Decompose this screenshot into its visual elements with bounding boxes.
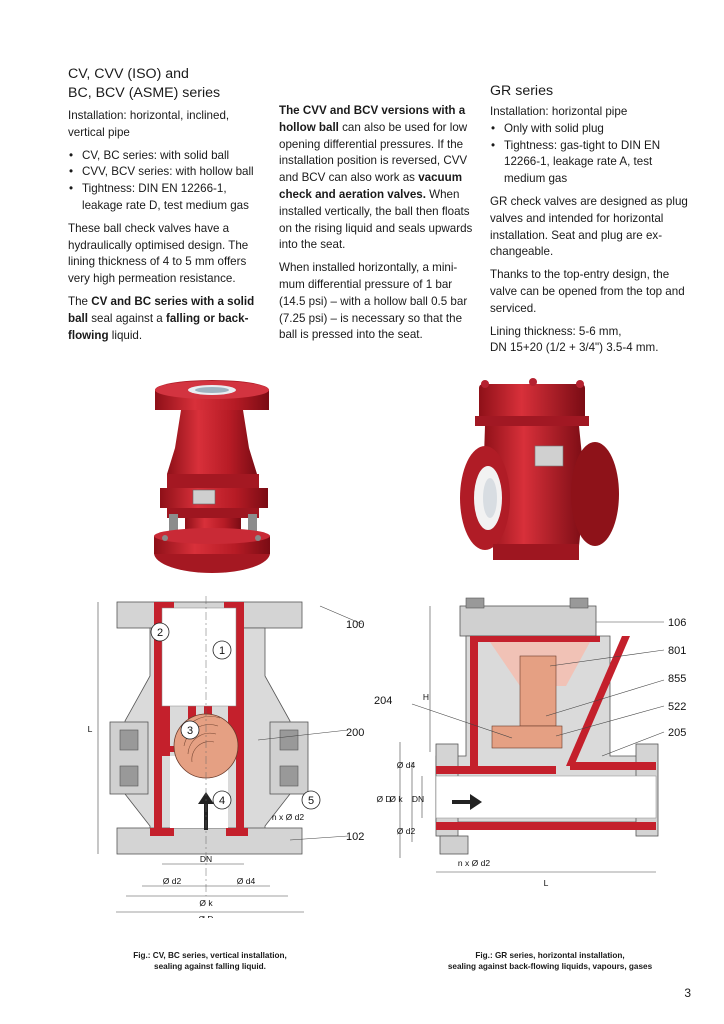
cv-valve-photo xyxy=(154,380,270,573)
gr-design-paragraph: GR check valves are designed as plug val… xyxy=(490,194,688,259)
dim-d: Ø D xyxy=(376,794,391,804)
top-entry-paragraph: Thanks to the top-entry design, the valv… xyxy=(490,268,685,315)
dim-dn: DN xyxy=(412,794,424,804)
lining-paragraph: Lining thickness: 5-6 mm,DN 15+20 (1/2 +… xyxy=(490,324,659,355)
column-hollow-ball: The CVV and BCV versions with a hollow b… xyxy=(279,103,476,350)
dim-l: L xyxy=(544,878,549,888)
dim-n-d2: n x Ø d2 xyxy=(458,858,490,868)
callout-522: 522 xyxy=(668,701,686,713)
callout-100: 100 xyxy=(346,619,364,631)
marker-2: 2 xyxy=(157,627,163,639)
gr-valve-photo xyxy=(460,378,619,560)
caption-right: Fig.: GR series, horizontal installation… xyxy=(447,951,653,971)
callout-205: 205 xyxy=(668,727,686,739)
callout-106: 106 xyxy=(668,617,686,629)
marker-3: 3 xyxy=(187,725,193,737)
callout-801: 801 xyxy=(668,645,686,657)
list-item: CVV, BCV series: with hollow ball xyxy=(68,164,263,181)
heading-cv-line1: CV, CVV (ISO) and xyxy=(68,66,189,82)
list-item: Tightness: DIN EN 12266-1, leakage rate … xyxy=(68,181,263,215)
list-item: Tightness: gas-tight to DIN EN 12266-1, … xyxy=(490,138,690,188)
dim-d4: Ø d4 xyxy=(397,760,416,770)
dim-d2: Ø d2 xyxy=(163,876,182,886)
marker-1: 1 xyxy=(219,645,225,657)
marker-5: 5 xyxy=(308,795,314,807)
feature-list: CV, BC series: with solid ball CVV, BCV … xyxy=(68,148,263,215)
dim-d2: Ø d2 xyxy=(397,826,416,836)
dim-k: Ø k xyxy=(199,898,213,908)
dim-h: H xyxy=(423,692,429,702)
caption-left: Fig.: CV, BC series, vertical installati… xyxy=(133,951,287,971)
cv-section-drawing: 2 1 3 4 5 100 200 102 L DN Ø d2 Ø d4 Ø k… xyxy=(88,596,364,918)
solid-ball-paragraph: The CV and BC series with a solid ball s… xyxy=(68,294,255,342)
callout-204: 204 xyxy=(374,695,392,707)
column-gr-series: GR series Installation: horizontal pipe … xyxy=(490,83,690,363)
marker-4: 4 xyxy=(219,795,225,807)
column-cv-series: CV, CVV (ISO) and BC, BCV (ASME) series … xyxy=(68,66,263,350)
design-paragraph: These ball check valves have a hydraulic… xyxy=(68,221,249,286)
dim-d: Ø D xyxy=(198,914,213,918)
dim-d4: Ø d4 xyxy=(237,876,256,886)
page-number: 3 xyxy=(684,986,691,1000)
callout-102: 102 xyxy=(346,831,364,843)
gr-feature-list: Only with solid plug Tightness: gas-tigh… xyxy=(490,121,690,188)
list-item: Only with solid plug xyxy=(490,121,690,138)
horizontal-paragraph: When installed horizontally, a mini-mum … xyxy=(279,261,468,342)
gr-installation-text: Installation: horizontal pipe xyxy=(490,105,628,118)
hollow-ball-paragraph: The CVV and BCV versions with a hollow b… xyxy=(279,104,473,252)
callout-855: 855 xyxy=(668,673,686,685)
list-item: CV, BC series: with solid ball xyxy=(68,148,263,165)
dim-n-d2: n x Ø d2 xyxy=(272,812,304,822)
dim-dn: DN xyxy=(200,854,212,864)
dim-l: L xyxy=(88,724,93,734)
callout-200: 200 xyxy=(346,727,364,739)
dim-k: Ø k xyxy=(389,794,403,804)
gr-section-drawing: 106 801 855 522 204 205 H Ø d4 Ø D Ø k D… xyxy=(374,597,686,888)
heading-cv-line2: BC, BCV (ASME) series xyxy=(68,85,221,101)
heading-gr: GR series xyxy=(490,83,554,99)
installation-text: Installation: horizontal, inclined, vert… xyxy=(68,109,230,139)
